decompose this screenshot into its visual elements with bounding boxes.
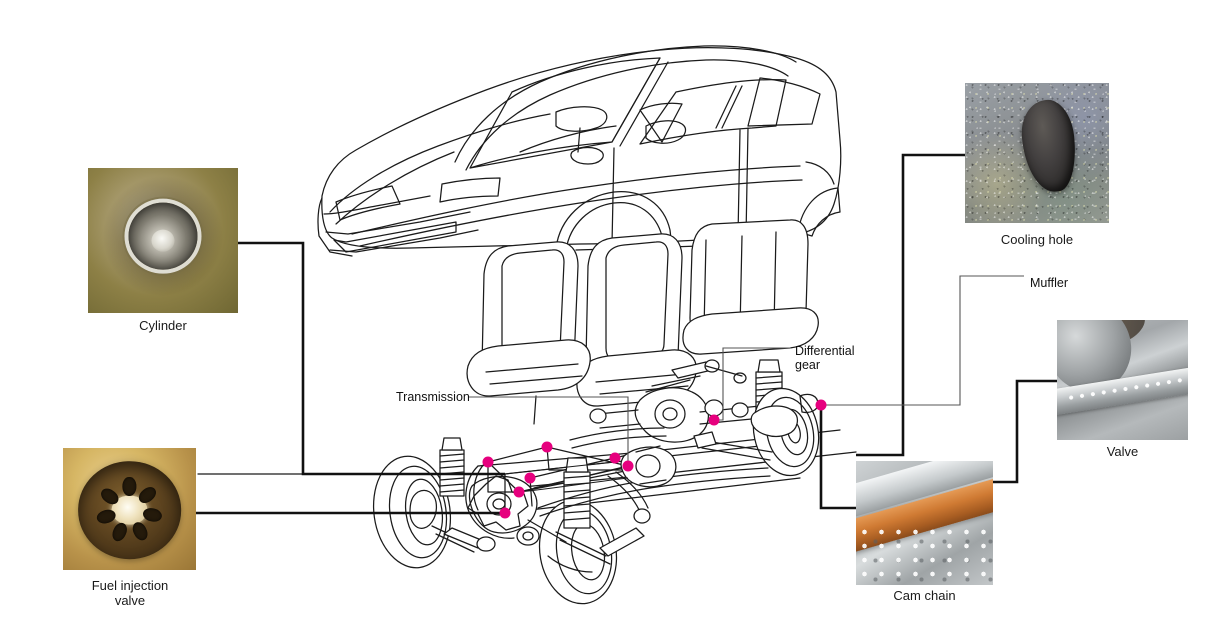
caption-cam-chain: Cam chain bbox=[893, 588, 956, 603]
cooling-hole-leader bbox=[856, 153, 965, 457]
fuel-injector-image bbox=[63, 448, 196, 570]
photo-cooling-hole bbox=[965, 83, 1109, 223]
marker-3 bbox=[513, 486, 525, 498]
cylinder-bore-highlight bbox=[128, 202, 198, 270]
transmission-leader bbox=[468, 396, 629, 466]
marker-2 bbox=[541, 441, 553, 453]
marker-7 bbox=[622, 460, 634, 472]
cooling-passage bbox=[1017, 97, 1080, 195]
muffler-leader bbox=[821, 275, 1024, 406]
car-interior-seats bbox=[466, 219, 819, 425]
caption-fuel-injection-valve: Fuel injection valve bbox=[91, 578, 169, 608]
cooling-hole-image bbox=[965, 83, 1109, 223]
photo-valve bbox=[1057, 320, 1188, 440]
label-transmission: Transmission bbox=[396, 390, 470, 404]
cam-chain-image bbox=[856, 461, 993, 585]
marker-5 bbox=[524, 472, 536, 484]
valve-leader bbox=[993, 379, 1057, 484]
marker-6 bbox=[609, 452, 621, 464]
photo-fuel-injection-valve bbox=[63, 448, 196, 570]
cam-chain-leader bbox=[819, 405, 856, 510]
rear-axle-assembly bbox=[589, 359, 820, 477]
chassis-drivetrain bbox=[195, 359, 857, 605]
cam-chain-links bbox=[856, 525, 993, 585]
photo-cam-chain bbox=[856, 461, 993, 585]
valve-image bbox=[1057, 320, 1188, 440]
caption-valve: Valve bbox=[1106, 444, 1139, 459]
injector-nozzle bbox=[77, 461, 182, 560]
caption-cooling-hole: Cooling hole bbox=[1000, 232, 1074, 247]
label-muffler: Muffler bbox=[1030, 276, 1068, 290]
marker-1 bbox=[482, 456, 494, 468]
label-differential-gear: Differential gear bbox=[795, 344, 855, 372]
photo-cylinder bbox=[88, 168, 238, 313]
marker-8 bbox=[708, 414, 720, 426]
car-body-shell bbox=[317, 45, 842, 257]
cylinder-leader bbox=[238, 241, 505, 476]
cylinder-bore-image bbox=[88, 168, 238, 313]
marker-4 bbox=[499, 507, 511, 519]
caption-cylinder: Cylinder bbox=[139, 318, 187, 333]
marker-9 bbox=[815, 399, 827, 411]
